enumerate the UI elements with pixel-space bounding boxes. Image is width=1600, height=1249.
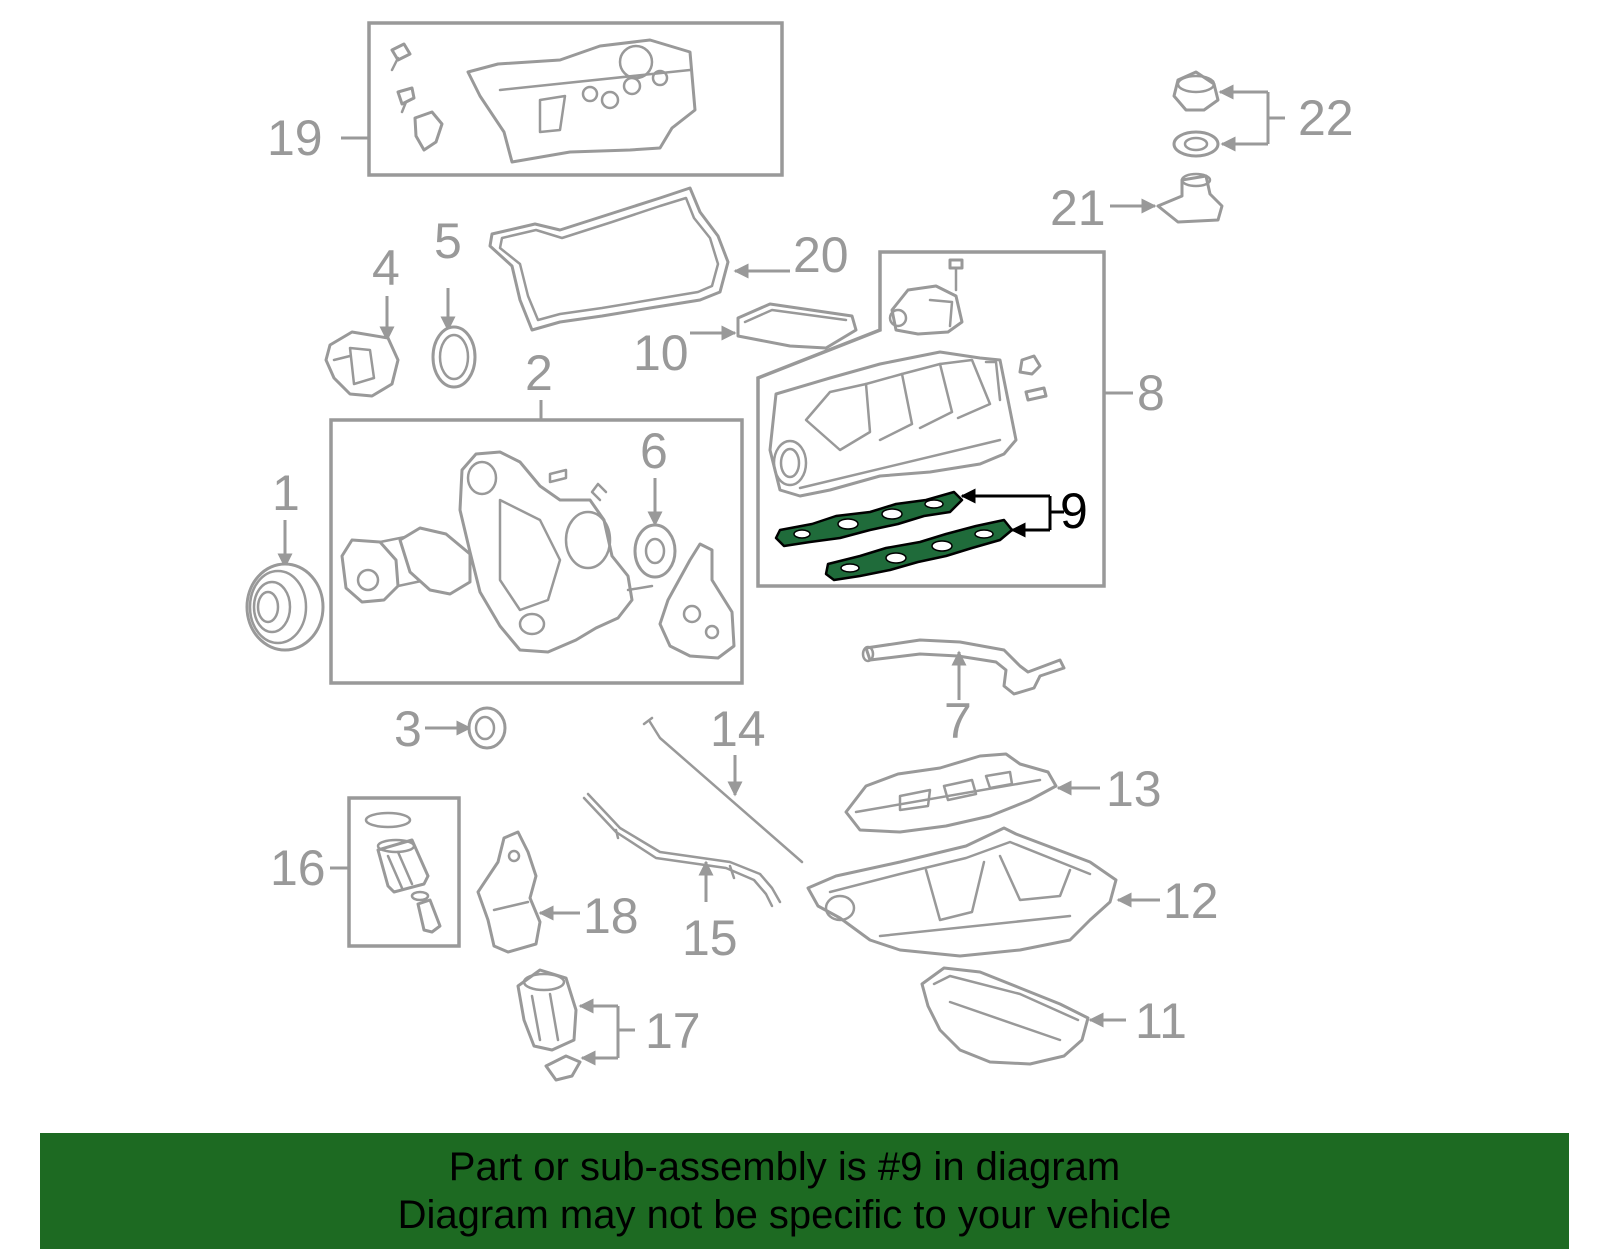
part-19-valve-cover-group: 19: [267, 21, 784, 177]
part-10-cover-group: 10: [633, 302, 858, 381]
bolt-icon: [948, 258, 964, 292]
intake-gasket-lower-icon: [824, 518, 1014, 582]
bolt-icon: [390, 42, 412, 72]
label-5: 5: [434, 213, 462, 269]
timing-cover-icon: [458, 450, 654, 654]
part-15-dipstick-tube-group: 15: [582, 792, 782, 966]
throttle-sensor-icon: [888, 284, 964, 336]
part-1-pulley-group: 1: [245, 465, 325, 652]
label-8: 8: [1137, 365, 1165, 421]
info-banner: Part or sub-assembly is #9 in diagram Di…: [40, 1133, 1569, 1249]
label-6: 6: [640, 423, 668, 479]
intake-manifold-icon: [768, 350, 1018, 498]
gasket-icon: [398, 526, 472, 596]
part-21-filler-neck-group: 21: [1050, 172, 1224, 236]
part-13-baffle-group: 13: [844, 752, 1162, 834]
label-1: 1: [272, 465, 300, 521]
part-14-dipstick-group: 14: [642, 701, 804, 864]
part-5-o-ring-group: 5: [431, 213, 477, 389]
label-7: 7: [944, 693, 972, 749]
part-9-intake-gasket-group: 9: [774, 483, 1088, 582]
part-18-filter-housing-group: 18: [476, 830, 639, 954]
label-15: 15: [682, 910, 738, 966]
nut-icon: [1018, 354, 1048, 402]
label-4: 4: [372, 240, 400, 296]
label-20: 20: [793, 227, 849, 283]
bolt-icon: [396, 86, 416, 114]
label-2: 2: [525, 345, 553, 401]
intake-gasket-upper-icon: [774, 490, 964, 548]
label-17: 17: [645, 1003, 701, 1059]
valve-cover-icon: [466, 38, 697, 164]
label-19: 19: [267, 110, 323, 166]
label-22: 22: [1298, 90, 1354, 146]
part-16-oil-filter-group: 16: [270, 796, 461, 948]
label-12: 12: [1163, 873, 1219, 929]
label-3: 3: [394, 701, 422, 757]
part-7-oil-pickup-group: 7: [861, 638, 1066, 749]
sensor-icon: [413, 110, 444, 152]
part-17-filter-cap-group: 17: [516, 968, 701, 1082]
oil-filter-icon: [376, 838, 430, 894]
label-13: 13: [1106, 761, 1162, 817]
part-22-oil-cap-group: 22: [1172, 70, 1354, 158]
part-20-gasket-group: 20: [488, 186, 849, 332]
label-14: 14: [710, 701, 766, 757]
sprocket-icon: [633, 523, 677, 579]
label-18: 18: [583, 888, 639, 944]
label-10: 10: [633, 325, 689, 381]
part-8-intake-manifold-group: 8: [756, 250, 1165, 588]
label-16: 16: [270, 840, 326, 896]
part-4-vvt-group: 4: [324, 240, 400, 398]
part-3-seal-group: 3: [394, 701, 507, 757]
label-9: 9: [1060, 483, 1088, 539]
label-11: 11: [1135, 993, 1187, 1049]
timing-chain-guide-icon: [658, 542, 736, 660]
part-2-timing-cover-group: 2 6: [329, 345, 744, 685]
banner-line-1: Part or sub-assembly is #9 in diagram: [448, 1145, 1121, 1189]
banner-line-2: Diagram may not be specific to your vehi…: [397, 1193, 1172, 1237]
label-21: 21: [1050, 180, 1106, 236]
part-12-oil-pan-upper-group: 12: [806, 826, 1219, 958]
part-11-oil-pan-lower-group: 11: [920, 966, 1187, 1066]
